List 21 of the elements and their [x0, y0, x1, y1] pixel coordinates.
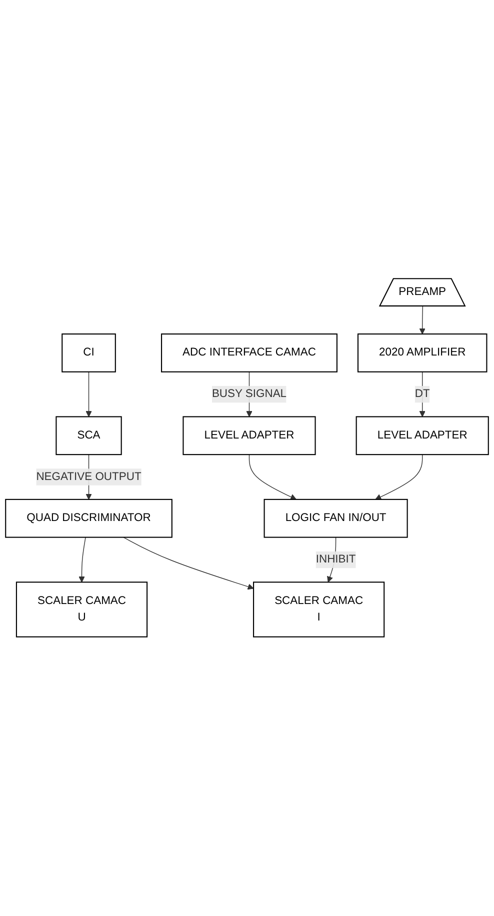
edge-label: DT	[414, 388, 430, 400]
edge-label: BUSY SIGNAL	[212, 388, 287, 400]
node-box: SCALER CAMAC I	[253, 582, 385, 638]
edge-label: NEGATIVE OUTPUT	[36, 470, 142, 483]
arrow	[86, 372, 92, 418]
arrow	[419, 372, 426, 418]
arrow	[375, 454, 423, 500]
node-box: SCALER CAMAC U	[16, 582, 148, 638]
arrow	[123, 537, 254, 590]
arrow	[78, 537, 86, 583]
node-box: LEVEL ADAPTER	[182, 416, 316, 456]
node-box: 2020 AMPLIFIER	[357, 334, 488, 373]
arrow	[419, 306, 426, 335]
node-box: LOGIC FAN IN/OUT	[264, 499, 408, 538]
node-box: ADC INTERFACE CAMAC	[161, 334, 338, 373]
node-box: CI	[62, 334, 116, 373]
node-box: SCA	[56, 416, 122, 456]
node-box: QUAD DISCRIMINATOR	[5, 499, 172, 538]
node-box: LEVEL ADAPTER	[356, 416, 489, 456]
arrow	[248, 454, 296, 500]
edge-label: INHIBIT	[316, 554, 356, 566]
